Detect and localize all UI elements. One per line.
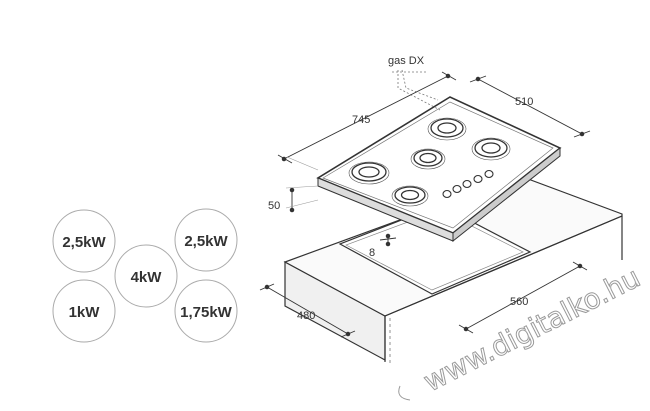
gas-label: gas DX bbox=[388, 55, 425, 67]
burner-front-right bbox=[471, 137, 511, 161]
knob-icon bbox=[452, 184, 462, 194]
dimension-label: 480 bbox=[297, 310, 315, 322]
burner-power-circle: 1,75kW bbox=[174, 279, 238, 343]
dimension-label: 50 bbox=[268, 200, 280, 212]
burner-rear-left bbox=[348, 161, 390, 185]
control-knobs bbox=[442, 169, 494, 199]
knob-icon bbox=[442, 189, 452, 199]
burner-power-label: 2,5kW bbox=[184, 233, 228, 250]
knob-icon bbox=[484, 169, 494, 179]
burner-power-circle: 1kW bbox=[52, 279, 116, 343]
burner-power-circle: 2,5kW bbox=[52, 209, 116, 273]
dimension-label: 510 bbox=[515, 96, 533, 108]
burner-power-circle: 4kW bbox=[114, 244, 178, 308]
dimension-510: 510 bbox=[469, 75, 591, 138]
knob-icon bbox=[473, 174, 483, 184]
dimension-480: 480 bbox=[259, 283, 356, 338]
dimension-label: 560 bbox=[510, 296, 528, 308]
dimension-745: 745 bbox=[277, 71, 457, 171]
knob-icon bbox=[462, 179, 472, 189]
dimension-50: 50 bbox=[268, 185, 319, 213]
burner-power-label: 1kW bbox=[69, 304, 101, 321]
dimension-label: 745 bbox=[352, 114, 370, 126]
burner-front-left bbox=[391, 185, 429, 207]
burner-power-label: 2,5kW bbox=[62, 234, 106, 251]
gas-connection-pointer: gas DX bbox=[388, 55, 441, 111]
burner-power-circle: 2,5kW bbox=[174, 208, 238, 272]
burner-power-label: 4kW bbox=[131, 269, 163, 286]
burner-rear-right bbox=[427, 117, 467, 141]
burner-power-legend: 2,5kW 2,5kW 4kW 1kW 1,75kW bbox=[52, 208, 238, 343]
dimension-560: 560 bbox=[458, 261, 588, 334]
dimension-label: 8 bbox=[369, 247, 375, 259]
dimension-8: 8 bbox=[369, 233, 397, 259]
burner-power-label: 1,75kW bbox=[180, 304, 233, 321]
burner-center bbox=[410, 148, 446, 170]
